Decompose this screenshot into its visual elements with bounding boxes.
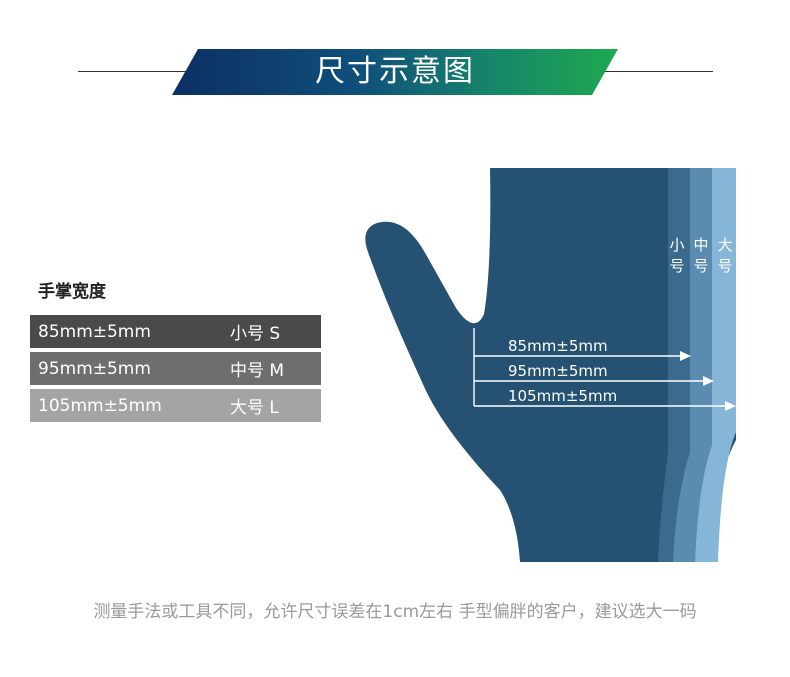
size-measure: 105mm±5mm (38, 395, 162, 416)
header-line-left (78, 71, 190, 72)
title-banner (172, 49, 618, 95)
size-label-char: 中 (693, 236, 708, 254)
size-row-medium: 95mm±5mm 中号 M (30, 352, 321, 385)
arrow-small-label: 85mm±5mm (508, 337, 608, 355)
size-table: 85mm±5mm 小号 S 95mm±5mm 中号 M 105mm±5mm 大号… (30, 315, 321, 426)
size-name: 小号 S (230, 324, 281, 344)
palm-width-label: 手掌宽度 (38, 282, 106, 302)
arrow-large-head (725, 401, 736, 411)
size-label-char: 号 (693, 257, 708, 275)
band-medium (673, 168, 712, 562)
size-name: 大号 L (230, 398, 279, 418)
arrow-medium-head (703, 376, 714, 386)
arrow-large-label: 105mm±5mm (508, 387, 617, 405)
measurement-note: 测量手法或工具不同，允许尺寸误差在1cm左右 手型偏胖的客户，建议选大一码 (93, 602, 697, 622)
size-measure: 85mm±5mm (38, 321, 151, 342)
band-small (658, 168, 690, 562)
size-label-char: 小 (669, 236, 684, 254)
size-measure: 95mm±5mm (38, 358, 151, 379)
size-label-char: 大 (717, 236, 732, 254)
size-label-char: 号 (717, 257, 732, 275)
arrow-small-head (680, 351, 691, 361)
size-name: 中号 M (230, 361, 285, 381)
size-row-small: 85mm±5mm 小号 S (30, 315, 321, 348)
header-line-right (600, 71, 713, 72)
glove-shape (365, 168, 736, 562)
band-large (695, 168, 736, 562)
glove-diagram: 小 号 中 号 大 号 85mm±5mm 95mm±5mm 105mm±5mm (365, 168, 736, 562)
arrow-medium-label: 95mm±5mm (508, 362, 608, 380)
size-label-char: 号 (669, 257, 684, 275)
page-title: 尺寸示意图 (315, 54, 475, 89)
size-row-large: 105mm±5mm 大号 L (30, 389, 321, 422)
